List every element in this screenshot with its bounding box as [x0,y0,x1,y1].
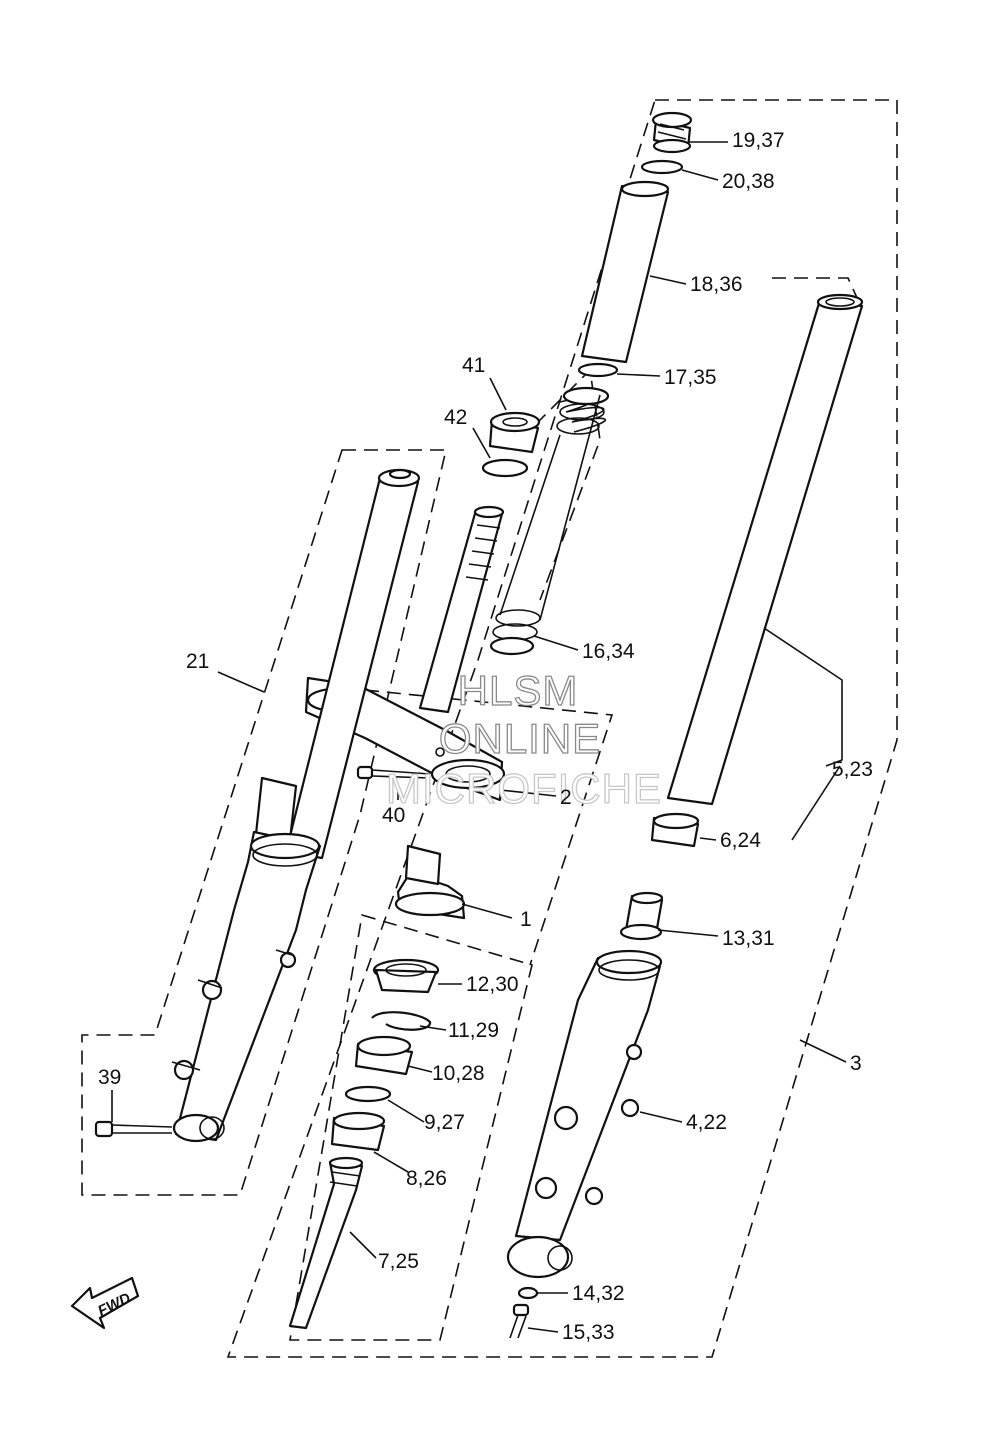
damper-rod-part [288,1156,364,1330]
label-11-29: 11,29 [448,1019,499,1042]
outer-tube-part [506,949,663,1279]
label-7-25: 7,25 [378,1250,419,1273]
steering-nut-part [488,411,541,454]
inner-tube-part [666,293,864,806]
drain-washer-part [517,1286,539,1300]
bracket-bolt-part [356,765,431,780]
right-fork-assembly-boundary [226,99,898,1358]
o-ring-part [640,159,684,175]
label-14-32: 14,32 [572,1282,625,1305]
label-17-35: 17,35 [664,366,717,389]
label-9-27: 9,27 [424,1111,465,1134]
leader-lines [111,141,847,1333]
part-number-labels: 19,37 20,38 18,36 17,35 41 42 16,34 21 5… [98,129,873,1344]
label-39: 39 [98,1066,121,1089]
label-12-30: 12,30 [466,973,519,996]
label-8-26: 8,26 [406,1167,447,1190]
label-3: 3 [850,1052,862,1075]
label-6-24: 6,24 [720,829,761,852]
label-2: 2 [560,786,572,809]
axle-clamp-bolt-part [94,1120,173,1138]
label-4-22: 4,22 [686,1111,727,1134]
label-40: 40 [382,804,405,827]
spacer-tube-part [580,180,670,364]
label-16-34: 16,34 [582,640,635,663]
left-fork-assembly-boundary [81,449,448,1196]
label-10-28: 10,28 [432,1062,485,1085]
outer-tube-group-boundary [772,277,859,301]
label-13-31: 13,31 [722,927,775,950]
outer-bushing-part [330,1111,386,1152]
label-18-36: 18,36 [690,273,743,296]
label-20-38: 20,38 [722,170,775,193]
oil-seal-dust-seal-part [394,844,466,920]
watermark-line-3: MICROFICHE [386,765,662,812]
label-21: 21 [186,650,209,673]
label-41: 41 [462,354,485,377]
spring-seat-washer-part [577,362,619,378]
oil-lock-piece-part [619,891,664,941]
slide-bushing-part [650,812,700,848]
label-19-37: 19,37 [732,129,785,152]
hlsm-watermark: HLSM ONLINE MICROFICHE [385,666,662,812]
left-fork-assembly-part [171,468,421,1143]
watermark-line-2: ONLINE [439,715,601,762]
dust-seal-part [372,958,440,994]
damper-bolt-part [509,1303,530,1339]
oil-seal-part [354,1035,414,1076]
label-1: 1 [520,908,532,931]
label-42: 42 [444,406,467,429]
watermark-line-1: HLSM [458,667,579,714]
oil-seal-washer-part [344,1085,392,1103]
steering-washer-part [481,458,529,478]
bracket-boundary [364,689,614,966]
damper-subassembly-boundary [289,913,533,1341]
oil-seal-clip-part [371,1011,432,1031]
fork-spring-part [489,386,610,656]
fwd-direction-arrow-icon: FWD [70,1276,140,1330]
label-5-23: 5,23 [832,758,873,781]
cap-bolt-part [651,111,693,154]
label-15-33: 15,33 [562,1321,615,1344]
